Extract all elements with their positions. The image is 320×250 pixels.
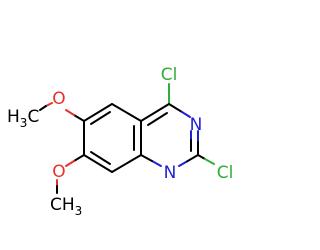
methyl-upper-c: C [27, 107, 39, 127]
bond-o6-me [45, 102, 53, 107]
hetero-bonds [39, 83, 215, 194]
bond-c7-o-red [65, 160, 75, 167]
bond-o6-me-b [39, 105, 47, 111]
bond-c8-c8a [111, 154, 142, 173]
methyl-upper-subscript: 3 [20, 116, 28, 130]
bond-c7-c8 [83, 154, 113, 173]
methyl-group-upper: H3C [7, 107, 39, 130]
carbon-bonds [83, 103, 170, 173]
methyl-upper-h: H [7, 107, 20, 127]
bond-c6-o-red [65, 109, 75, 116]
bond-c4-c4-double [147, 112, 168, 126]
methyl-lower-ch: CH [50, 195, 75, 215]
bond-c5-c6 [83, 103, 113, 122]
bond-c7-c8-inner [90, 151, 111, 165]
bond-c2-n1-blue [178, 161, 187, 167]
bond-c7-o [73, 154, 85, 162]
bond-n1-c8a-blue [151, 160, 162, 167]
atom-nitrogen-1: N [164, 163, 177, 183]
bond-c4a-c5 [111, 103, 142, 122]
atom-labels: Cl N Cl N O O H3C CH3 [7, 65, 233, 218]
bond-n1-c8a [140, 154, 153, 162]
bond-c2-cl-green [204, 158, 215, 165]
atom-nitrogen-3: N [190, 115, 203, 135]
atom-oxygen-6: O [52, 89, 65, 109]
bond-c4-n3-blue [181, 111, 191, 118]
methyl-lower-subscript: 3 [75, 204, 83, 218]
bond-c5-c6-inner [90, 111, 111, 125]
bond-c6-o [73, 114, 85, 122]
bond-c4a-c4 [140, 103, 170, 122]
atom-oxygen-7: O [52, 162, 65, 182]
atom-chlorine-right: Cl [217, 163, 234, 183]
quinazoline-structure-diagram: Cl N Cl N O O H3C CH3 [7, 65, 233, 218]
bond-c2-n1 [185, 154, 199, 163]
methyl-group-lower: CH3 [50, 195, 82, 218]
bond-c4-n3 [168, 103, 183, 113]
atom-chlorine-top: Cl [161, 65, 178, 85]
bond-c2-cl [197, 154, 206, 160]
